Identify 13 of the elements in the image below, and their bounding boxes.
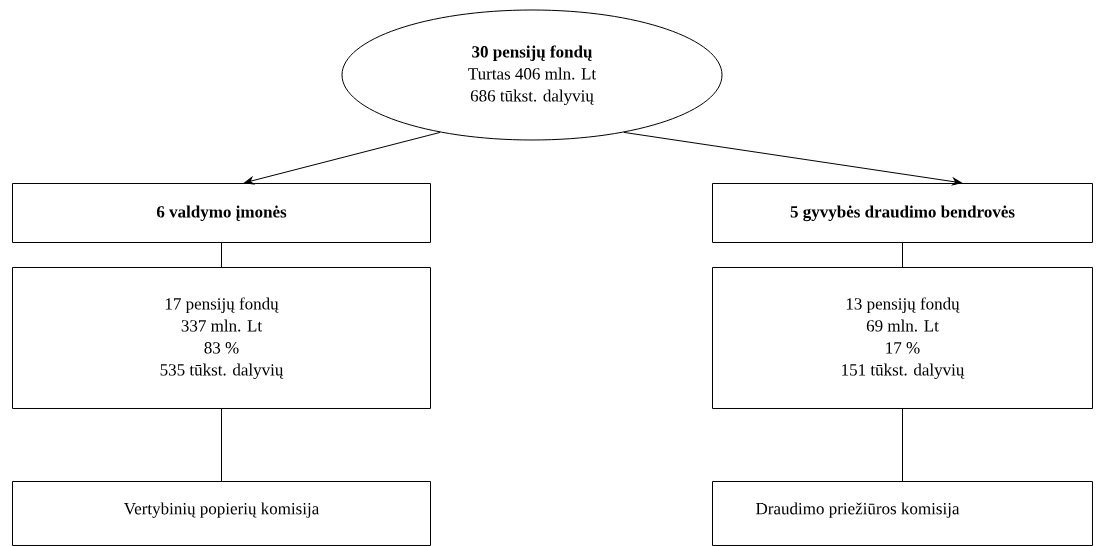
company-box: 6 valdymo įmonės — [12, 183, 431, 243]
oval-node: 30 pensijų fondų Turtas 406 mln. Lt 686 tūkst. dalyvių — [341, 9, 723, 141]
authority-box: Vertybinių popierių komisija — [12, 481, 431, 546]
stats-box: 13 pensijų fondų 69 mln. Lt 17 % 151 tūkst. dalyvių — [712, 267, 1093, 409]
arrow — [623, 131, 962, 186]
authority-box: Draudimo priežiūros komisija — [712, 481, 1093, 546]
stats-box: 17 pensijų fondų 337 mln. Lt 83 % 535 tūkst. dalyvių — [12, 267, 431, 409]
connector-line — [902, 242, 903, 268]
arrow — [244, 131, 441, 185]
connector-line — [221, 242, 222, 268]
connector-line — [221, 408, 222, 482]
company-box: 5 gyvybės draudimo bendrovės — [712, 183, 1093, 243]
connector-line — [902, 408, 903, 482]
